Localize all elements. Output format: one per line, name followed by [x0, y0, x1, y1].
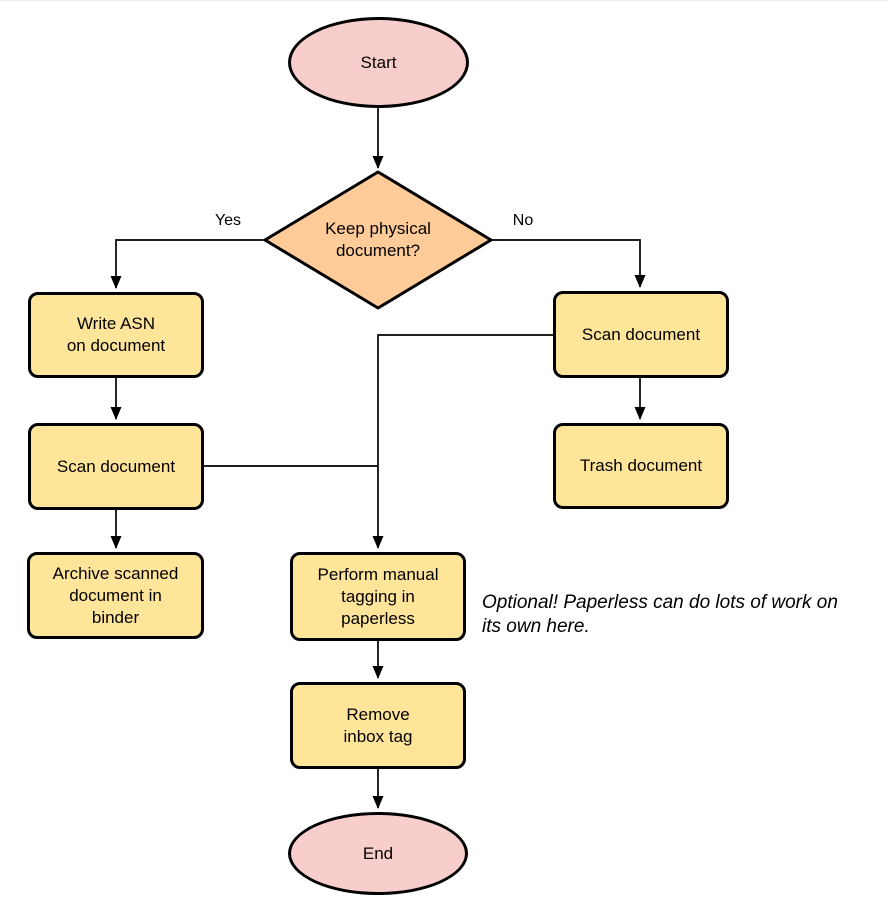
edge-yes-to-write-asn: [110, 239, 265, 289]
remove-inbox-tag-node-label: Remove inbox tag: [343, 704, 413, 746]
perform-tagging-node: Perform manual tagging in paperless: [290, 552, 466, 641]
scan-document-right-node: Scan document: [553, 291, 729, 378]
scan-document-left-node: Scan document: [28, 423, 204, 510]
trash-document-node: Trash document: [553, 423, 729, 509]
perform-tagging-node-label: Perform manual tagging in paperless: [317, 564, 439, 628]
scan-document-right-node-label: Scan document: [581, 324, 701, 344]
trash-document-node-label: Trash document: [579, 456, 703, 475]
start-node-label: Start: [360, 52, 397, 72]
end-node-label: End: [362, 843, 394, 863]
write-asn-node: Write ASN on document: [28, 292, 204, 378]
optional-annotation: Optional! Paperless can do lots of work …: [482, 592, 838, 637]
edge-no-to-scan-right: [491, 239, 646, 288]
remove-inbox-tag-node: Remove inbox tag: [290, 682, 466, 769]
decision-node-label: Keep physical document?: [325, 219, 431, 260]
write-asn-node-label: Write ASN on document: [66, 314, 166, 355]
bottom-divider: [0, 0, 888, 1]
start-node: Start: [288, 17, 469, 108]
decision-diamond-shape: [263, 170, 493, 310]
edge-scan-right-to-perform: [372, 334, 553, 549]
archive-document-node-label: Archive scanned document in binder: [52, 563, 179, 627]
scan-document-left-node-label: Scan document: [56, 456, 176, 476]
end-node: End: [288, 812, 468, 895]
edge-label-yes: Yes: [214, 212, 242, 229]
archive-document-node: Archive scanned document in binder: [27, 552, 204, 639]
edge-label-no: No: [512, 212, 534, 229]
